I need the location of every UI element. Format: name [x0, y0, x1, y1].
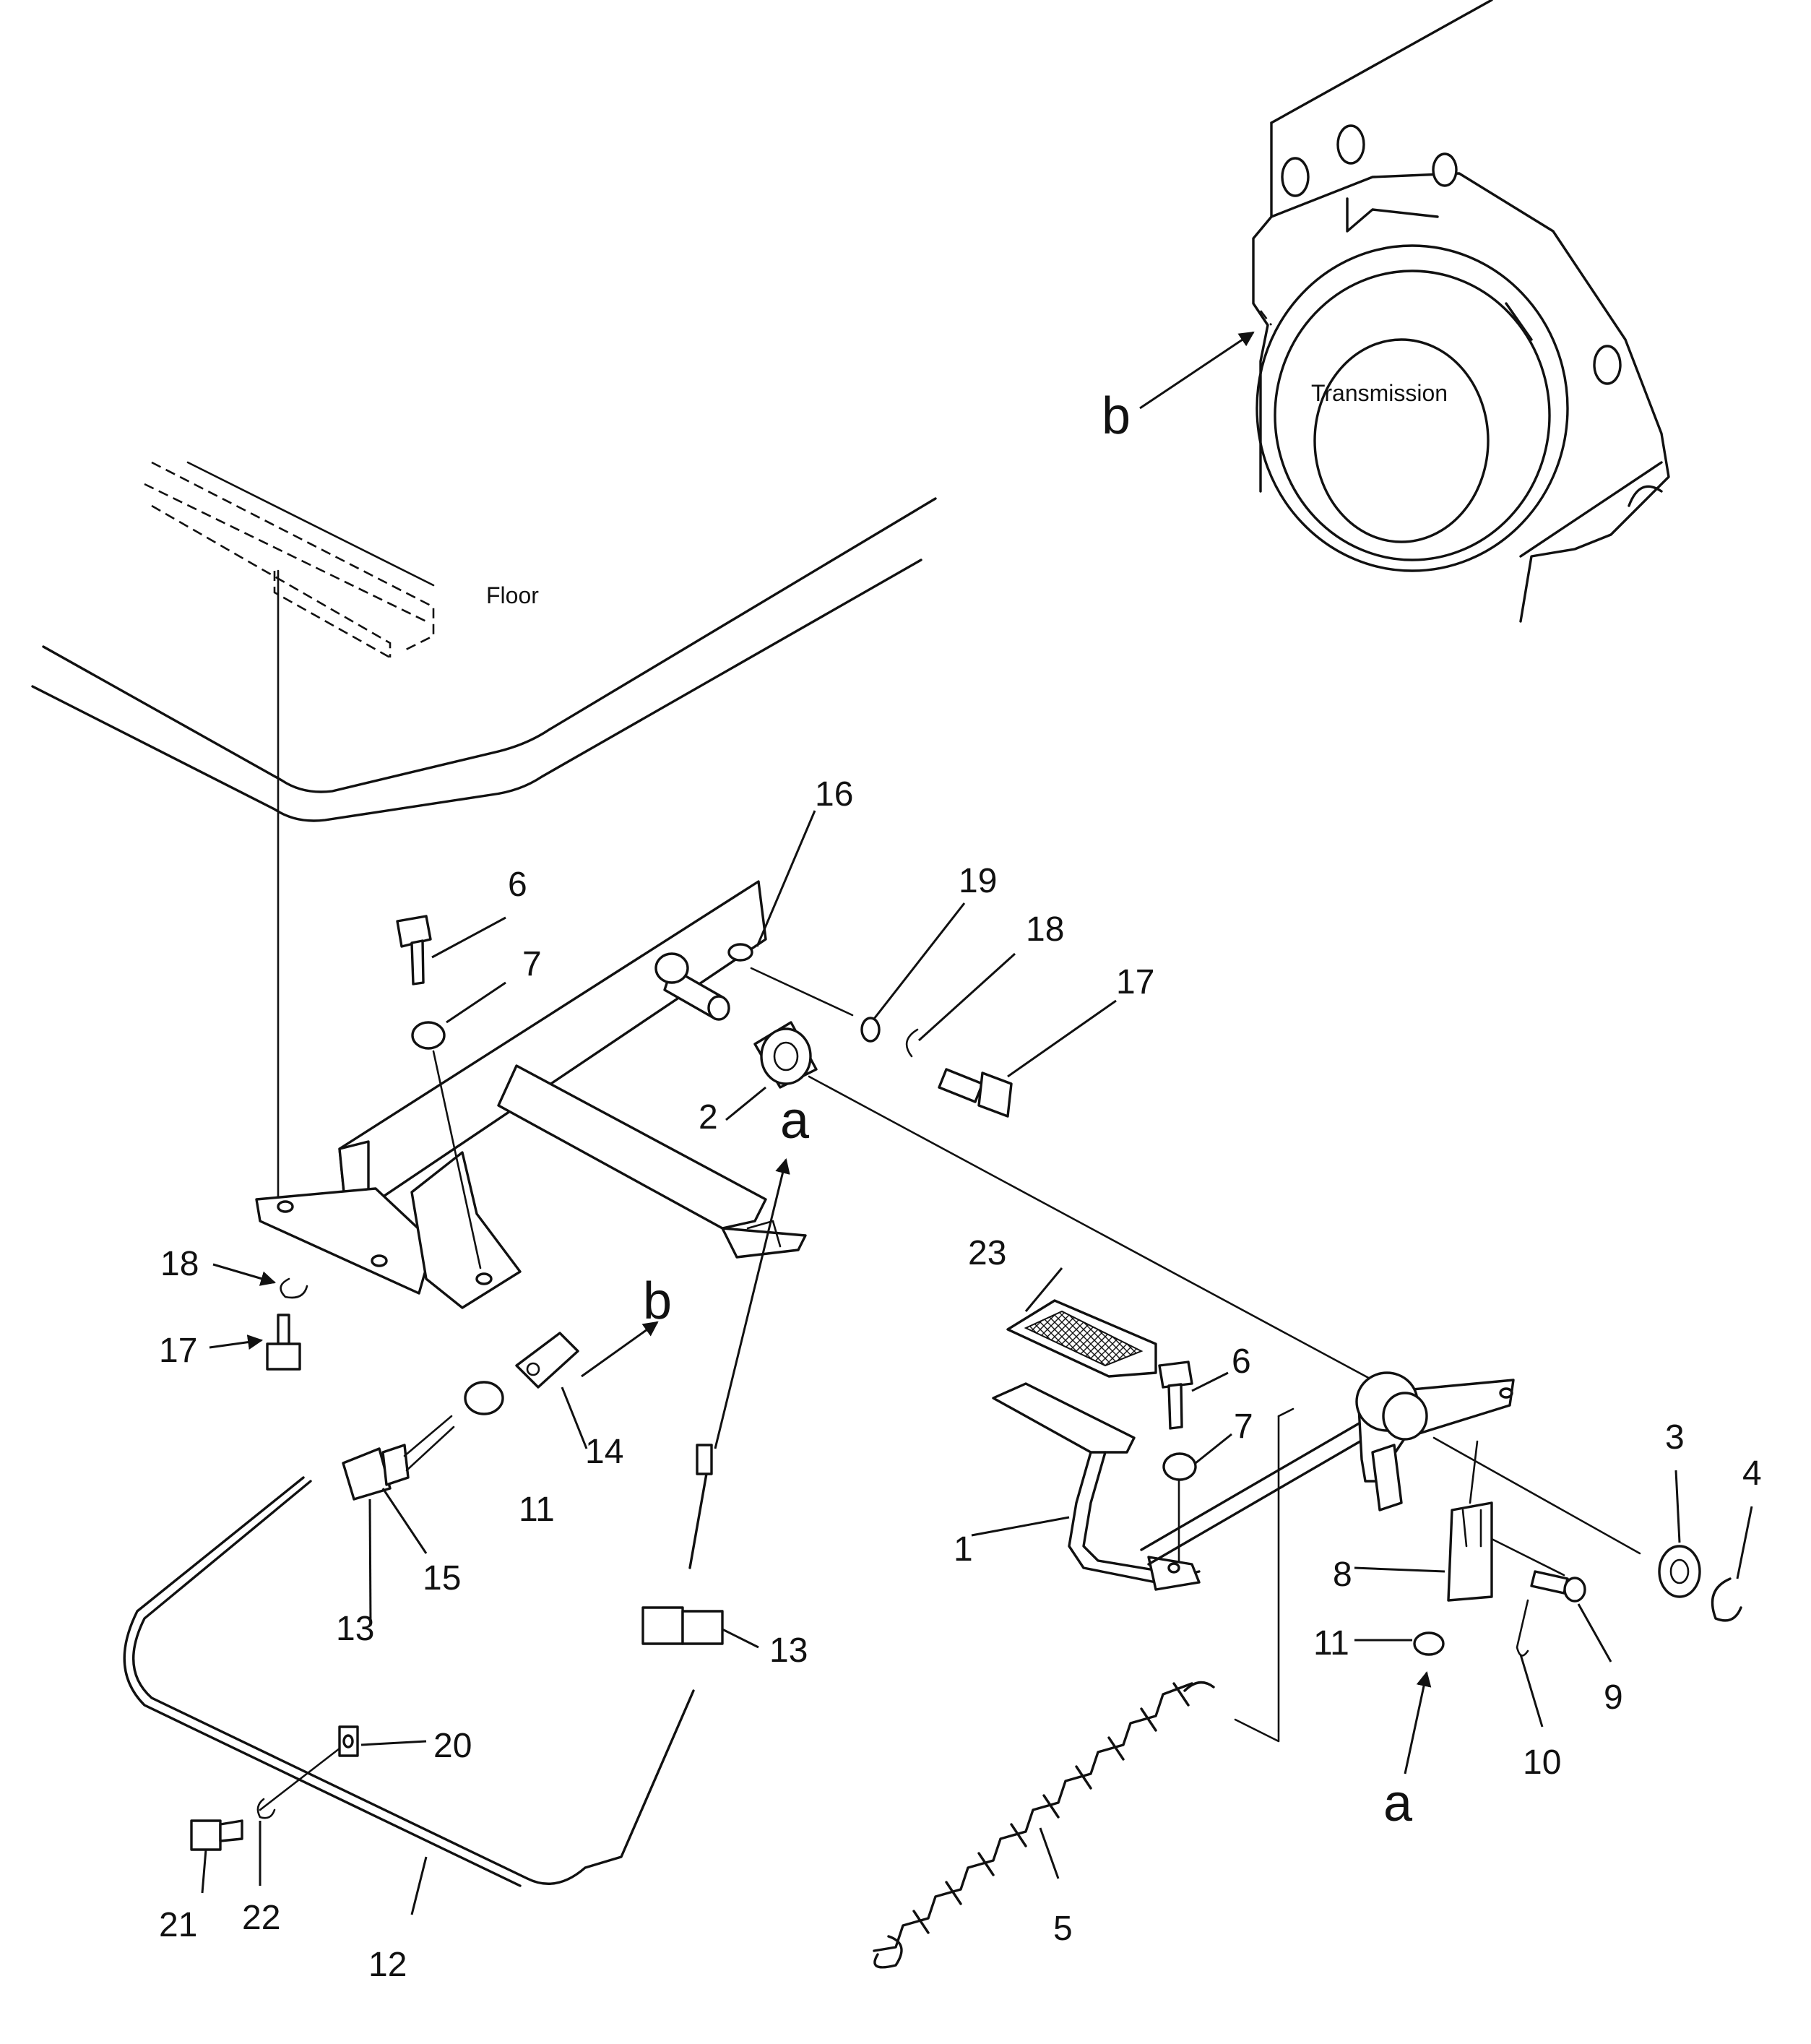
callout-20: 20	[433, 1727, 472, 1765]
callout-14: 14	[585, 1433, 623, 1471]
callout-16: 16	[815, 775, 853, 814]
washer-3	[1658, 1545, 1701, 1598]
callout-9: 9	[1604, 1678, 1623, 1717]
ref-b-label: b	[1102, 387, 1131, 445]
clevis-14	[515, 1332, 579, 1389]
callout-numbers: 16 6 7 19 18 17 2 a 18 17 b 14 11 15 13 …	[159, 775, 1762, 1984]
callout-11-right: 11	[1313, 1624, 1349, 1663]
bolt-17-left	[266, 1314, 301, 1371]
callout-3: 3	[1665, 1418, 1685, 1457]
ref-a-label-top: a	[780, 1092, 810, 1150]
callout-13-right: 13	[769, 1631, 808, 1670]
bolt-boss-icon	[1281, 157, 1310, 197]
washer-22	[256, 1798, 276, 1819]
nut-7-top	[411, 1021, 446, 1050]
cable-end-left	[342, 1415, 455, 1501]
bolt-6-top	[396, 915, 432, 986]
callout-7-right: 7	[1234, 1407, 1253, 1446]
cotter-pin-10	[1516, 1599, 1529, 1657]
callout-2: 2	[699, 1098, 718, 1137]
nut-11-right	[1413, 1631, 1445, 1656]
clip-20	[338, 1725, 359, 1757]
transmission-label: Transmission	[1311, 380, 1448, 406]
callout-12: 12	[368, 1946, 407, 1984]
callout-17: 17	[1116, 963, 1154, 1001]
cable-end-right	[641, 1444, 724, 1645]
callout-18: 18	[1026, 910, 1064, 949]
pedal-pad-23	[1006, 1299, 1157, 1378]
lever-arm	[497, 1064, 807, 1259]
bolt-boss-icon	[1432, 152, 1458, 187]
floor-label: Floor	[486, 582, 539, 608]
clevis-8	[1447, 1501, 1493, 1602]
bolt-21	[190, 1819, 243, 1851]
callout-10: 10	[1523, 1743, 1561, 1782]
callout-19: 19	[959, 862, 997, 900]
bolt-boss-icon	[1593, 345, 1622, 385]
callout-18-left: 18	[160, 1245, 199, 1283]
leader-lines	[201, 810, 1753, 1915]
pedal-bracket	[1355, 1371, 1515, 1512]
transmission-housing	[1252, 0, 1670, 623]
ref-a-label-bottom: a	[1383, 1775, 1413, 1832]
nut-11-left	[464, 1381, 504, 1415]
callout-7: 7	[522, 945, 542, 983]
bolt-17	[938, 1068, 1013, 1118]
callout-1: 1	[954, 1530, 973, 1569]
callout-6-right: 6	[1232, 1342, 1251, 1381]
callout-22: 22	[242, 1899, 280, 1937]
ref-b-arrow	[1139, 331, 1255, 410]
bolt-6-right	[1158, 1360, 1193, 1430]
callout-21: 21	[159, 1906, 197, 1944]
callout-17-left: 17	[159, 1332, 197, 1370]
snap-ring-4	[1711, 1577, 1742, 1622]
pin-9	[1530, 1570, 1586, 1603]
cable-12	[123, 1476, 695, 1887]
callout-6: 6	[508, 866, 527, 904]
snap-ring-18	[905, 1028, 919, 1058]
callout-23: 23	[968, 1234, 1006, 1272]
washer-19	[860, 1017, 881, 1043]
nut-7-right	[1162, 1452, 1197, 1481]
bolt-boss-icon	[1336, 124, 1365, 165]
pivot-pin	[654, 952, 730, 1021]
washer-18-left	[280, 1277, 308, 1299]
callout-5: 5	[1053, 1910, 1073, 1948]
pedal-1	[992, 1382, 1374, 1591]
ref-b-label-lower: b	[643, 1272, 672, 1330]
callout-13-left: 13	[336, 1610, 374, 1648]
callout-11-left: 11	[519, 1491, 555, 1529]
spring-5	[873, 1407, 1295, 1969]
callout-4: 4	[1742, 1454, 1762, 1493]
callout-8: 8	[1333, 1556, 1352, 1594]
floor-plate	[31, 461, 937, 822]
callout-15: 15	[423, 1559, 461, 1597]
bushing-2	[753, 1021, 818, 1089]
